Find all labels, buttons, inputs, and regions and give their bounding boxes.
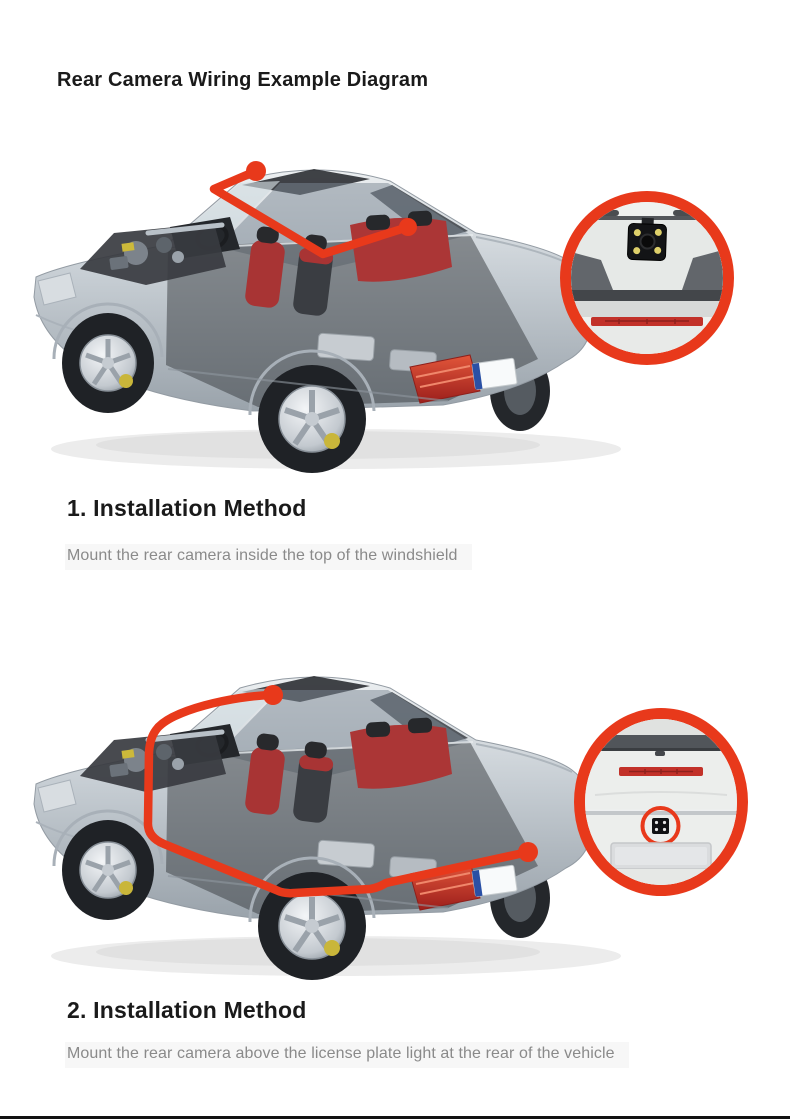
section-1-heading: 1. Installation Method [67, 495, 307, 521]
rear-camera-icon [627, 217, 667, 261]
windshield-camera-inset [560, 191, 734, 365]
wire-route-overlay [143, 685, 538, 898]
cutaway-car-illustration [18, 636, 648, 981]
rear-window-base [585, 735, 737, 750]
parcel-shelf-edge [571, 290, 723, 301]
license-plate-camera-inset [574, 708, 748, 896]
section-2-heading: 2. Installation Method [67, 997, 307, 1023]
license-plate-install-diagram [0, 622, 790, 990]
rear-windshield-interior-view [571, 202, 723, 354]
bottom-edge-rule [0, 1116, 790, 1119]
wire-route-overlay [209, 161, 417, 259]
windshield-install-diagram [0, 115, 790, 483]
section-1-subtitle: Mount the rear camera inside the top of … [65, 544, 472, 570]
wire-end-dot [518, 842, 538, 862]
cutaway-car-illustration [18, 161, 648, 474]
wire-start-dot [263, 685, 283, 705]
wire-end-dot [399, 218, 417, 236]
trunk-rear-view [585, 719, 737, 885]
trunk-trim-line [585, 811, 737, 815]
page-title: Rear Camera Wiring Example Diagram [57, 69, 429, 91]
section-2-subtitle: Mount the rear camera above the license … [65, 1042, 629, 1068]
wire-start-dot [246, 161, 266, 181]
